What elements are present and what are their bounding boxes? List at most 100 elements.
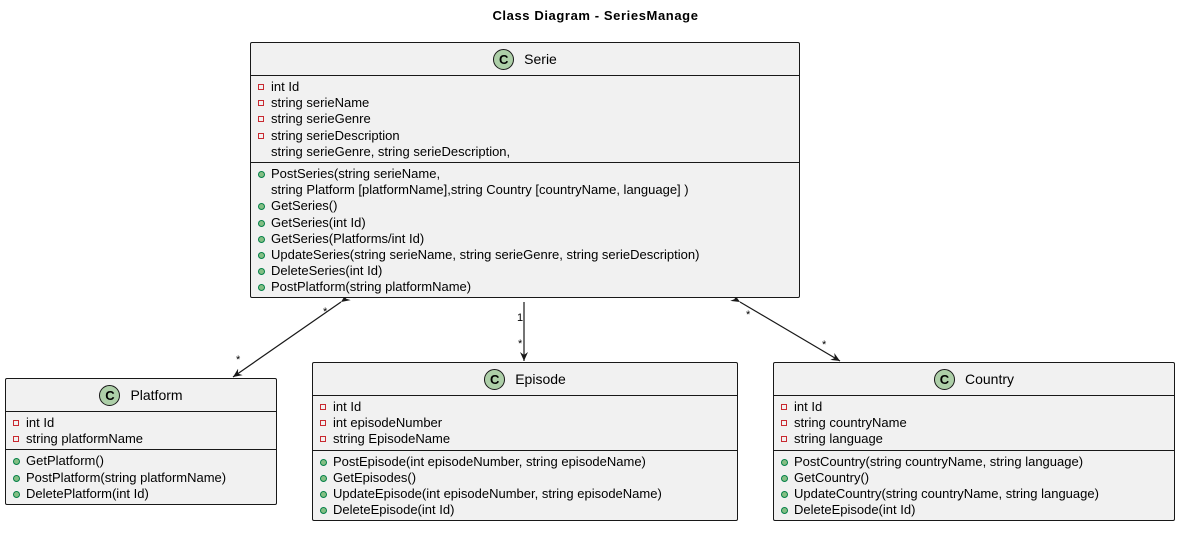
method-row: PostSeries(string serieName, [251, 166, 799, 182]
private-visibility-icon [320, 436, 326, 443]
method-row-text: GetSeries() [271, 198, 338, 214]
method-row: string Platform [platformName],string Co… [251, 182, 799, 198]
private-visibility-icon [781, 436, 787, 443]
public-visibility-icon [258, 219, 265, 227]
method-row-text: DeleteEpisode(int Id) [333, 502, 455, 518]
class-methods: PostEpisode(int episodeNumber, string ep… [313, 449, 737, 521]
method-row-text: DeleteSeries(int Id) [271, 263, 383, 279]
class-methods: PostSeries(string serieName,string Platf… [251, 161, 799, 298]
public-visibility-icon [13, 490, 20, 498]
method-row-text: DeleteEpisode(int Id) [794, 502, 916, 518]
method-row: PostCountry(string countryName, string l… [774, 454, 1174, 470]
private-visibility-icon [781, 404, 787, 410]
multiplicity-serie-platform-from: * [323, 306, 328, 318]
attribute-row-text: string serieDescription [271, 127, 400, 143]
relation-serie-platform [232, 293, 351, 378]
method-row: GetEpisodes() [313, 470, 737, 486]
class-stereotype-icon: C [484, 368, 506, 390]
method-row: PostPlatform(string platformName) [251, 279, 799, 295]
public-visibility-icon [781, 507, 788, 515]
method-row-text: PostSeries(string serieName, [271, 165, 441, 181]
multiplicity-serie-platform-to: * [236, 354, 241, 366]
multiplicity-serie-episode-to: * [518, 338, 523, 350]
class-name: Serie [524, 51, 557, 67]
method-row: UpdateEpisode(int episodeNumber, string … [313, 486, 737, 502]
class-name: Episode [515, 371, 566, 387]
public-visibility-icon [258, 235, 265, 243]
private-visibility-icon [258, 132, 264, 139]
attribute-row-text: int episodeNumber [333, 415, 443, 431]
method-row: DeleteSeries(int Id) [251, 263, 799, 279]
public-visibility-icon [258, 268, 265, 276]
method-row-text: GetEpisodes() [333, 469, 417, 485]
method-row: GetCountry() [774, 470, 1174, 486]
attribute-row-text: int Id [794, 399, 823, 414]
method-row-text: string Platform [platformName],string Co… [271, 182, 689, 198]
attribute-row: string serieGenre [251, 111, 799, 127]
class-name: Platform [130, 387, 183, 403]
attribute-row-text: string serieGenre [271, 111, 371, 127]
method-row: GetSeries(int Id) [251, 215, 799, 231]
attribute-row: string serieGenre, string serieDescripti… [251, 144, 799, 160]
public-visibility-icon [320, 474, 327, 482]
method-row: DeleteEpisode(int Id) [774, 502, 1174, 518]
public-visibility-icon [258, 203, 265, 211]
private-visibility-icon [13, 420, 19, 426]
method-row-text: PostCountry(string countryName, string l… [794, 453, 1084, 469]
private-visibility-icon [13, 436, 19, 443]
class-methods: PostCountry(string countryName, string l… [774, 449, 1174, 521]
method-row-text: PostEpisode(int episodeNumber, string ep… [333, 453, 646, 469]
multiplicity-serie-country-to: * [822, 339, 827, 351]
method-row-text: PostPlatform(string platformName) [271, 279, 472, 295]
class-stereotype-icon: C [99, 384, 121, 406]
public-visibility-icon [258, 284, 265, 292]
class-stereotype-icon: C [933, 368, 955, 390]
class-name: Country [964, 371, 1015, 387]
public-visibility-icon [13, 474, 20, 482]
private-visibility-icon [320, 404, 326, 410]
method-row: UpdateCountry(string countryName, string… [774, 486, 1174, 502]
class-header: C Platform [6, 379, 276, 412]
method-row-text: GetCountry() [794, 469, 870, 485]
attribute-row: int Id [313, 399, 737, 415]
class-header: C Episode [313, 363, 737, 396]
multiplicity-serie-country-from: * [746, 309, 751, 321]
private-visibility-icon [258, 84, 264, 90]
public-visibility-icon [781, 474, 788, 482]
method-row: GetSeries() [251, 198, 799, 214]
attribute-row-text: string serieName [271, 95, 370, 111]
method-row-text: PostPlatform(string platformName) [26, 469, 227, 485]
public-visibility-icon [13, 458, 20, 466]
method-row-text: DeletePlatform(int Id) [26, 485, 149, 501]
private-visibility-icon [258, 116, 264, 123]
attribute-row: int Id [251, 79, 799, 95]
attribute-row: string serieDescription [251, 128, 799, 144]
method-row: GetSeries(Platforms/int Id) [251, 231, 799, 247]
method-row-text: GetSeries(Platforms/int Id) [271, 230, 425, 246]
attribute-row: int Id [6, 415, 276, 431]
public-visibility-icon [781, 490, 788, 498]
attribute-row-text: string serieGenre, string serieDescripti… [271, 143, 511, 159]
attribute-row-text: string language [794, 431, 883, 447]
attribute-row: string language [774, 431, 1174, 447]
diagram-title: Class Diagram - SeriesManage [492, 8, 699, 23]
public-visibility-icon [320, 507, 327, 515]
relation-serie-country [730, 293, 841, 362]
public-visibility-icon [781, 458, 788, 466]
public-visibility-icon [320, 490, 327, 498]
method-row: DeleteEpisode(int Id) [313, 502, 737, 518]
private-visibility-icon [320, 420, 326, 427]
method-row: UpdateSeries(string serieName, string se… [251, 247, 799, 263]
attribute-row: int Id [774, 399, 1174, 415]
attribute-row-text: string EpisodeName [333, 431, 451, 447]
